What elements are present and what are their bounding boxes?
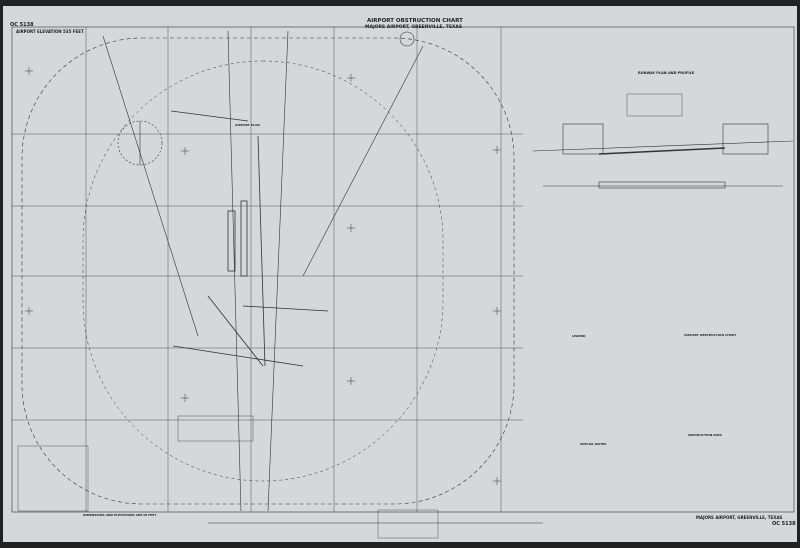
chart-subtitle: MAJORS AIRPORT, GREENVILLE, TEXAS xyxy=(365,25,463,30)
footer-id: OC 5138 xyxy=(772,521,796,527)
stamp xyxy=(377,509,439,539)
footer-location: MAJORS AIRPORT, GREENVILLE, TEXAS xyxy=(696,515,783,520)
chart-drawing xyxy=(11,26,795,539)
legend-title: LEGEND xyxy=(572,334,586,338)
airport-plan-label: AIRPORT PLAN xyxy=(235,123,260,127)
note-box xyxy=(177,415,254,442)
dimensions-note: DIMENSIONS AND ELEVATIONS ARE IN FEET xyxy=(83,513,157,517)
obstruction-crosses xyxy=(25,67,501,485)
runway-profile-title: RUNWAY PLAN AND PROFILE xyxy=(638,71,695,75)
compass-rose xyxy=(117,120,163,166)
seal xyxy=(399,31,415,47)
chart-sheet: OC 5138 AIRPORT OBSTRUCTION CHART MAJORS… xyxy=(3,6,797,542)
surface-boundary xyxy=(21,37,515,505)
notes-title: SPECIAL NOTES xyxy=(580,442,607,446)
runway-profile xyxy=(532,123,794,189)
approach-surfaces xyxy=(102,30,424,512)
grid-lines xyxy=(12,27,523,512)
airport-layout xyxy=(170,110,329,367)
obstruction-data-title: OBSTRUCTION DATA xyxy=(688,433,722,437)
map-frame xyxy=(11,26,795,513)
revision-table xyxy=(17,445,89,512)
chart-id: OC 5138 xyxy=(10,22,34,28)
chart-title: AIRPORT OBSTRUCTION CHART xyxy=(367,18,463,24)
description-title: AIRPORT OBSTRUCTION CHART xyxy=(684,333,737,337)
airport-elevation: AIRPORT ELEVATION 535 FEET xyxy=(16,29,84,34)
